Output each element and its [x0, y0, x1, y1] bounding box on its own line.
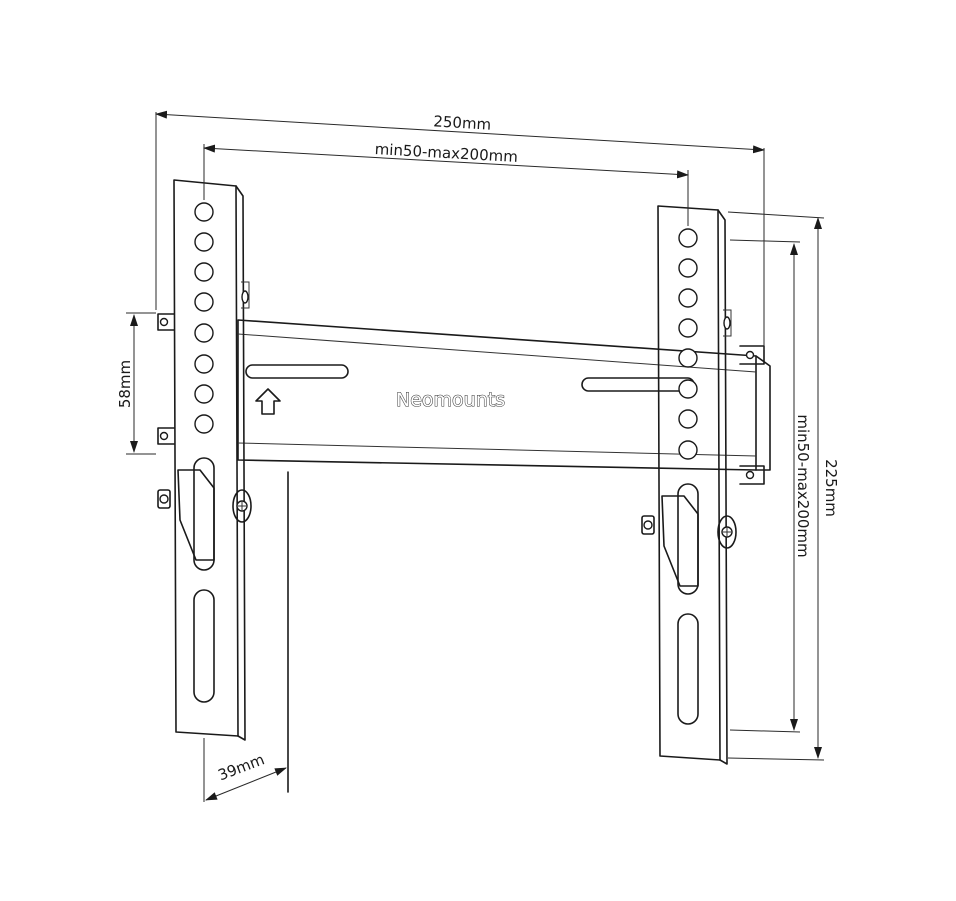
rail-tab-bottom-right: [739, 465, 765, 485]
dimension-wall-distance: 39mm: [203, 738, 287, 802]
right-bracket-holes: [678, 228, 698, 460]
dimension-rail-height: 58mm: [116, 312, 156, 455]
dimension-label-overall-height: 225mm: [822, 459, 840, 517]
dimension-label-hole-spacing-horizontal: min50-max200mm: [374, 140, 518, 166]
rail-tab-bottom-left: [157, 427, 175, 445]
wall-rail: Neomounts: [157, 313, 771, 793]
dimension-hole-spacing-vertical: min50-max200mm: [729, 239, 812, 733]
left-bracket-bolt-left: [157, 489, 171, 509]
right-bracket-bolt-left: [641, 515, 655, 535]
left-bracket-slot-lower: [193, 589, 215, 703]
right-bracket: [641, 205, 737, 765]
dimension-label-wall-distance: 39mm: [215, 750, 267, 784]
dimension-label-hole-spacing-vertical: min50-max200mm: [794, 414, 812, 557]
up-arrow-icon: [255, 388, 281, 415]
left-bracket: [157, 179, 252, 741]
left-bracket-bolt-right: [232, 489, 252, 523]
dimension-overall-height: 225mm: [727, 211, 840, 761]
dimension-label-rail-height: 58mm: [116, 360, 134, 408]
dimension-hole-spacing-horizontal: min50-max200mm: [203, 140, 689, 226]
rail-slot-left: [245, 364, 349, 379]
rail-tab-top-right: [739, 345, 765, 365]
dimension-label-overall-width: 250mm: [433, 112, 492, 133]
brand-logo: Neomounts: [396, 389, 505, 411]
rail-tab-top-left: [157, 313, 175, 331]
right-bracket-bolt-right: [717, 515, 737, 549]
rail-slot-right: [581, 377, 695, 392]
left-bracket-holes: [194, 202, 214, 434]
right-bracket-slot-lower: [677, 613, 699, 725]
dimension-overall-width: 250mm: [155, 110, 765, 350]
